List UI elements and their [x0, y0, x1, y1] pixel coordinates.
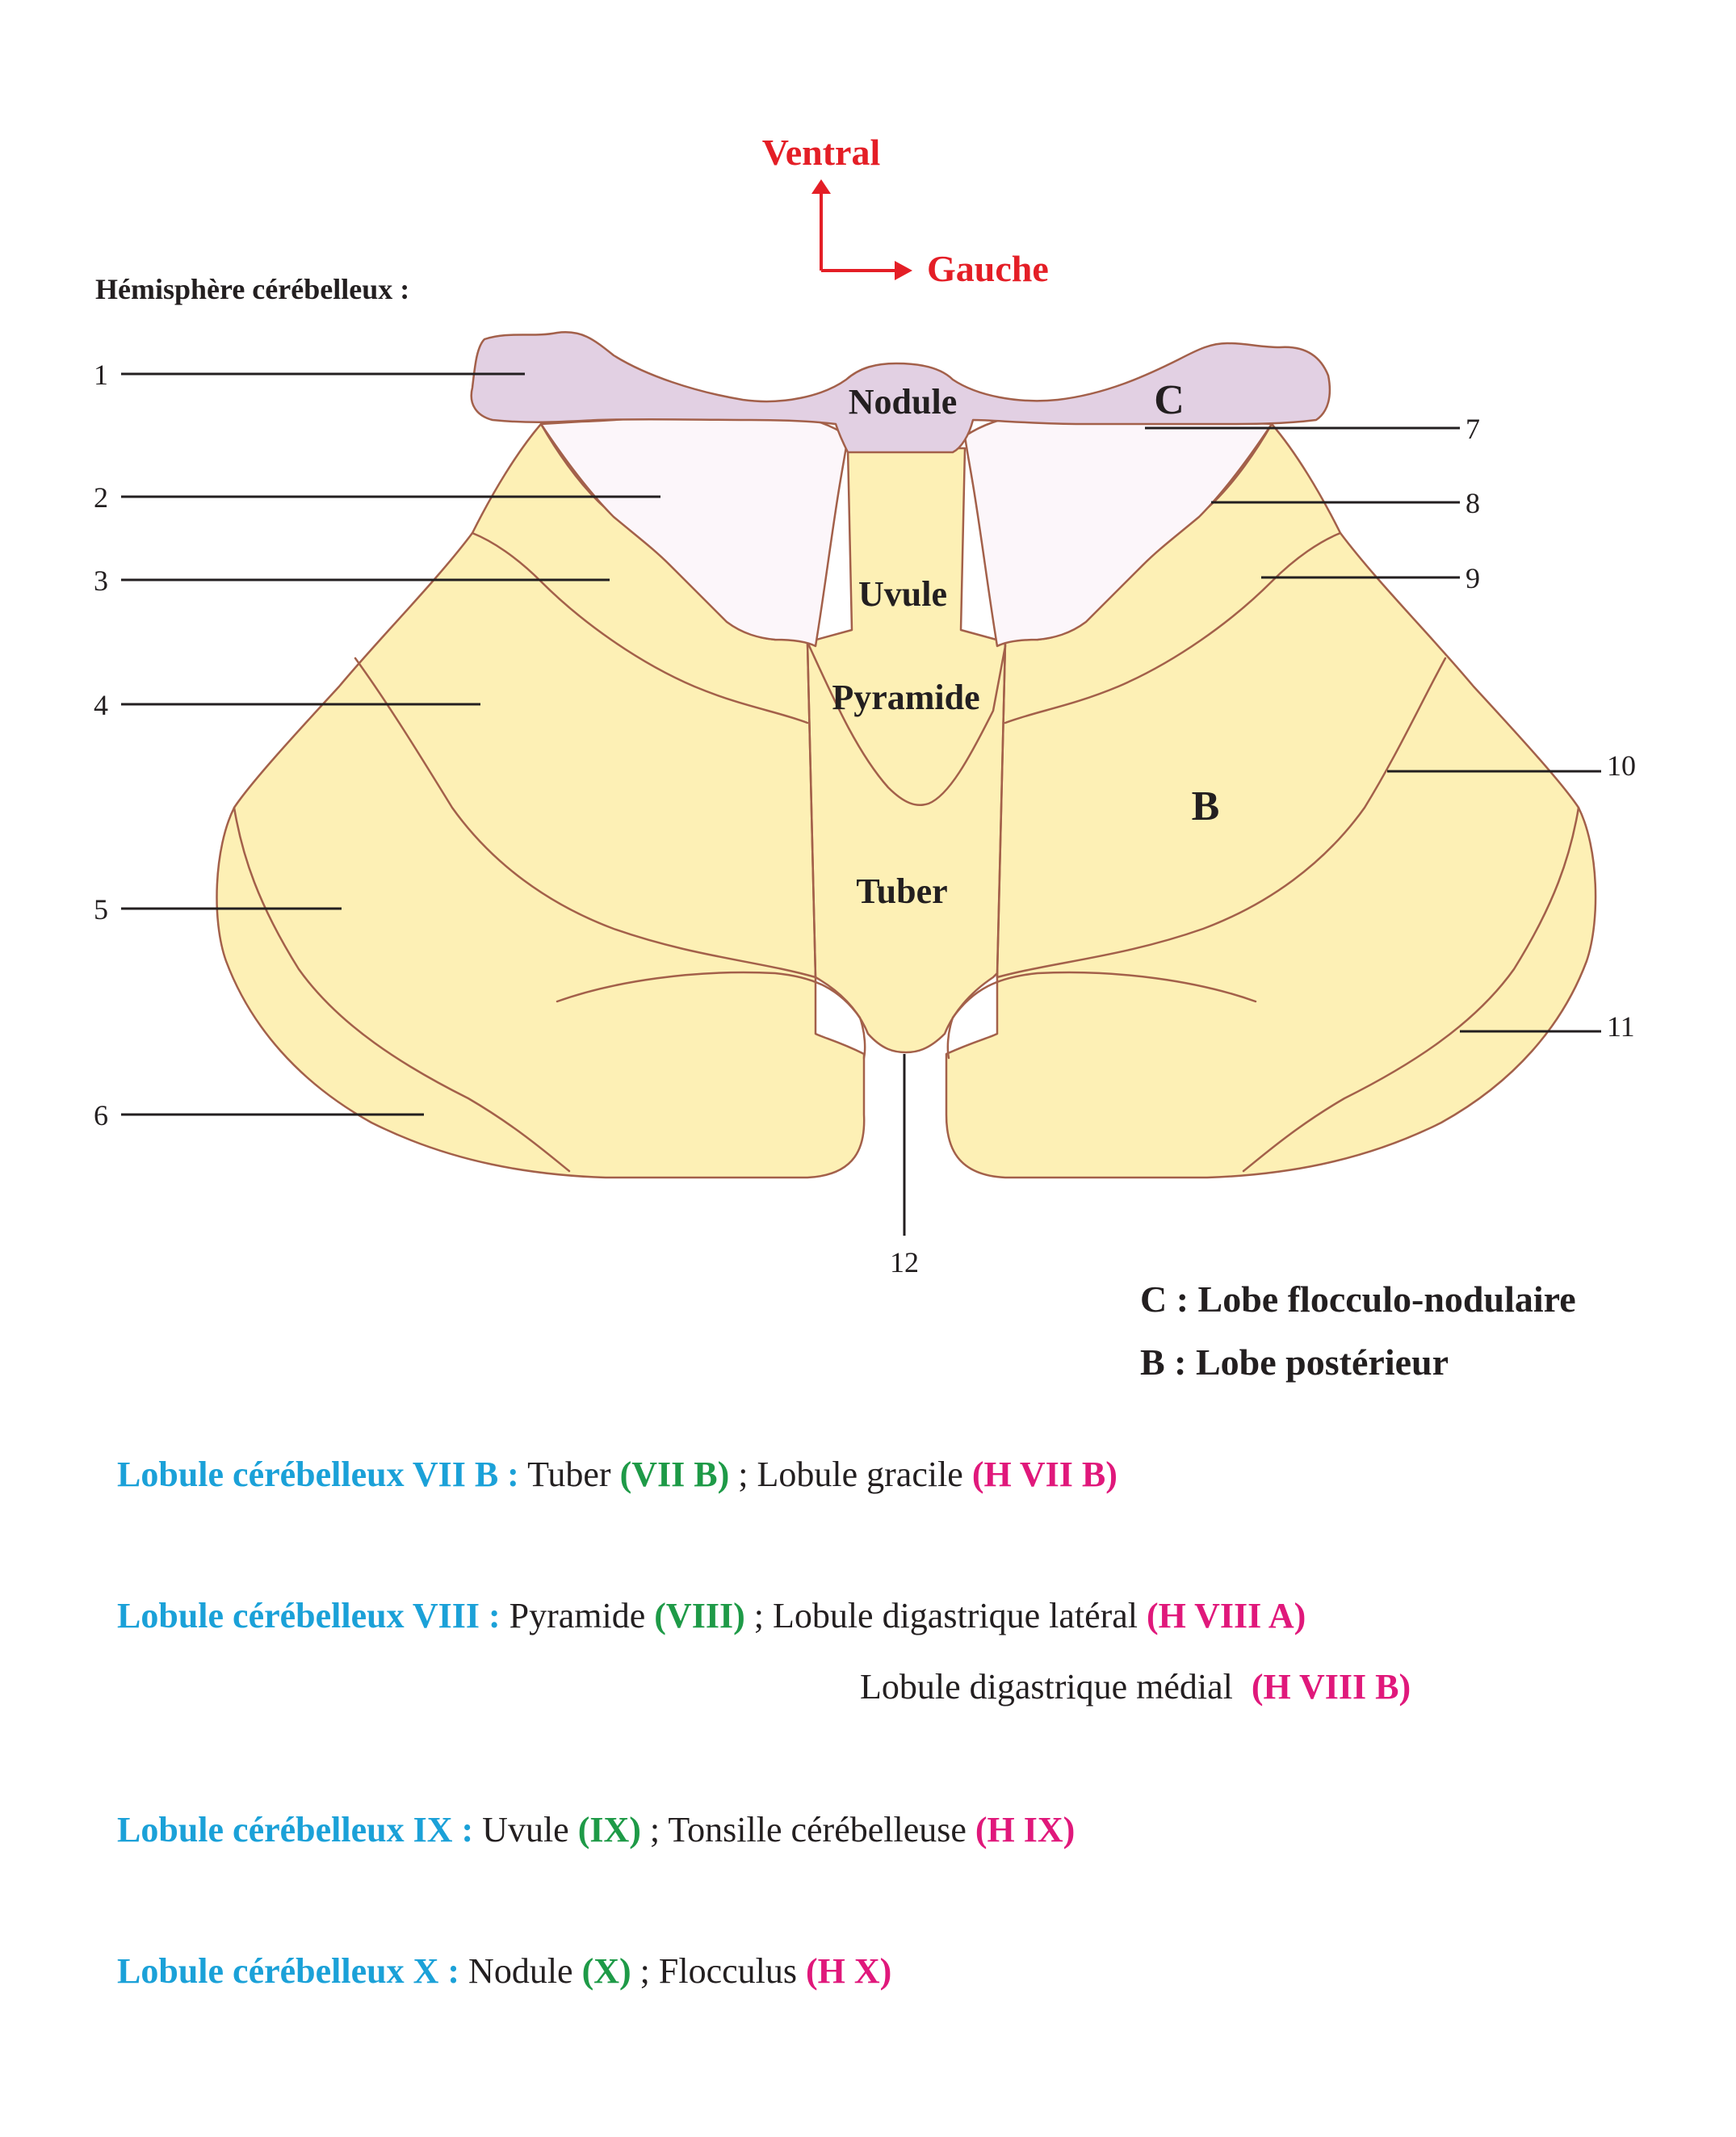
lobule-title: Lobule cérébelleux VII B :	[117, 1455, 519, 1494]
callout-6: 6	[94, 1099, 108, 1131]
callout-11: 11	[1607, 1010, 1635, 1043]
vermis-name: Pyramide	[509, 1596, 646, 1635]
callout-8: 8	[1466, 487, 1480, 519]
hemisphere-code-2: (H VIII B)	[1251, 1667, 1411, 1707]
callout-10: 10	[1607, 749, 1636, 782]
hemisphere-heading: Hémisphère cérébelleux :	[95, 273, 409, 305]
vermis-code: (VII B)	[619, 1455, 730, 1494]
lobule-ix: Lobule cérébelleux IX : Uvule (IX) ; Ton…	[117, 1809, 1075, 1850]
separator: ;	[753, 1596, 764, 1635]
lobule-title: Lobule cérébelleux IX :	[117, 1810, 474, 1849]
callout-5: 5	[94, 893, 108, 926]
cerebellum-diagram: Nodule Uvule Pyramide Tuber C B Ventral …	[94, 132, 1636, 1278]
hemisphere-name: Lobule gracile	[757, 1455, 963, 1494]
separator: ;	[639, 1951, 650, 1991]
lobule-x: Lobule cérébelleux X : Nodule (X) ; Floc…	[117, 1950, 891, 1992]
callout-12: 12	[890, 1246, 919, 1278]
vermis-shape	[806, 447, 1007, 1054]
flocculonodular-lobe	[470, 331, 1331, 454]
hemisphere-name: Flocculus	[658, 1951, 798, 1991]
hemisphere-name-2: Lobule digastrique médial	[860, 1667, 1233, 1707]
separator: ;	[649, 1810, 660, 1849]
vermis-code: (IX)	[577, 1810, 641, 1849]
lobule-viii: Lobule cérébelleux VIII : Pyramide (VIII…	[117, 1595, 1306, 1636]
region-label-c: C	[1154, 377, 1185, 423]
callout-9: 9	[1466, 562, 1480, 594]
fissure-lines	[233, 531, 1580, 1173]
hemisphere-code: (H IX)	[975, 1810, 1076, 1849]
lobule-title: Lobule cérébelleux X :	[117, 1951, 460, 1991]
leader-lines	[121, 372, 1601, 1236]
orientation-label-gauche: Gauche	[927, 248, 1049, 289]
callout-2: 2	[94, 481, 108, 514]
region-label-nodule: Nodule	[849, 382, 957, 422]
hemisphere-code: (H VIII A)	[1147, 1596, 1306, 1635]
flocculonodular-shape	[470, 331, 1331, 454]
vermis-code: (VIII)	[654, 1596, 745, 1635]
lobule-viii-second-line: Lobule digastrique médial (H VIII B)	[860, 1666, 1411, 1707]
callout-7: 7	[1466, 413, 1480, 445]
callout-4: 4	[94, 689, 108, 721]
cerebellum-body	[216, 422, 1597, 1179]
vermis-code: (X)	[581, 1951, 631, 1991]
callout-1: 1	[94, 359, 108, 391]
hemisphere-code: (H VII B)	[971, 1455, 1117, 1494]
orientation-label-ventral: Ventral	[762, 132, 881, 173]
callout-3: 3	[94, 565, 108, 597]
hemisphere-code: (H X)	[806, 1951, 892, 1991]
vermis-name: Tuber	[527, 1455, 611, 1494]
region-label-b: B	[1192, 783, 1220, 829]
hemisphere-name: Tonsille cérébelleuse	[668, 1810, 967, 1849]
region-label-pyramide: Pyramide	[832, 678, 979, 717]
hemisphere-name: Lobule digastrique latéral	[772, 1596, 1138, 1635]
vermis-name: Uvule	[482, 1810, 569, 1849]
lobule-title: Lobule cérébelleux VIII :	[117, 1596, 501, 1635]
legend-c: C : Lobe flocculo-nodulaire	[1140, 1278, 1576, 1320]
region-label-tuber: Tuber	[856, 871, 947, 911]
region-label-uvule: Uvule	[858, 574, 947, 614]
separator: ;	[738, 1455, 748, 1494]
lobule-vii-b: Lobule cérébelleux VII B : Tuber (VII B)…	[117, 1454, 1117, 1495]
legend-b: B : Lobe postérieur	[1140, 1341, 1449, 1383]
orientation-arrows	[811, 179, 912, 280]
vermis-name: Nodule	[468, 1951, 573, 1991]
